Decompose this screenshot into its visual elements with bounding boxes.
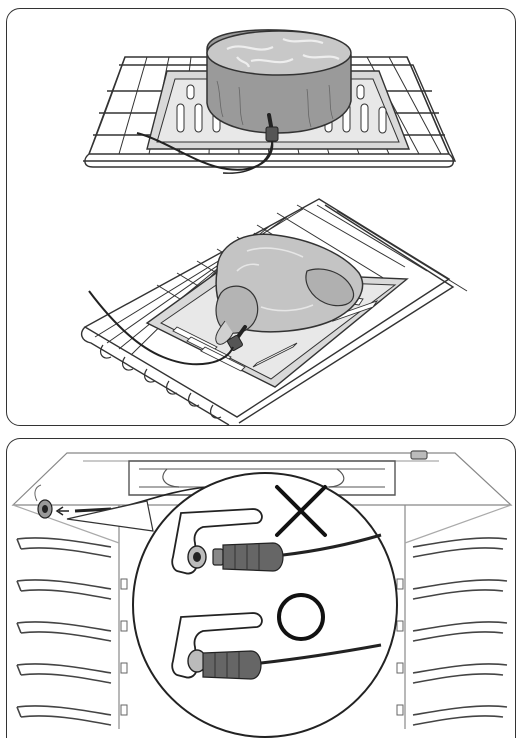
bottom-illustration-panel — [6, 438, 516, 738]
magnified-view — [133, 473, 397, 737]
chicken-scene — [82, 199, 467, 425]
roast-scene — [83, 30, 455, 173]
probe-socket-connection-illustration — [7, 439, 516, 738]
food-probe-placement-illustration — [7, 9, 516, 426]
top-illustration-panel — [6, 8, 516, 426]
roast-meat — [207, 30, 351, 133]
